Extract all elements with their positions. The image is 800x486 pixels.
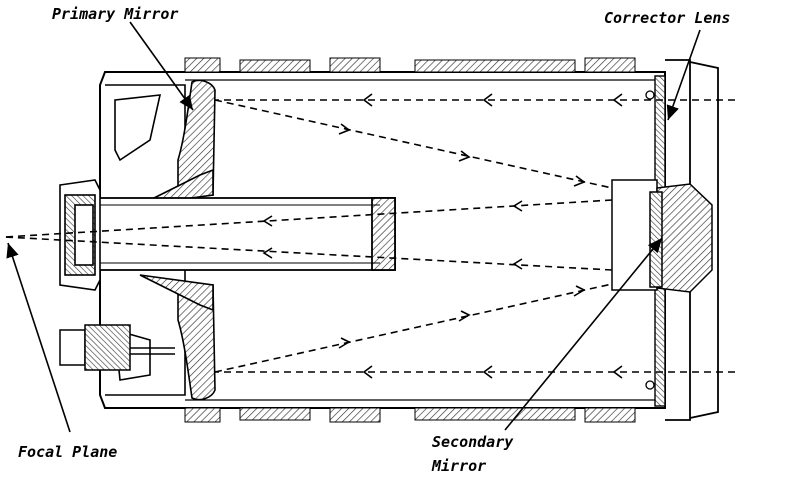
- focal-plane-label: Focal Plane: [18, 443, 118, 461]
- tube-top-hatch: [184, 57, 636, 423]
- baffle-tube: [94, 197, 396, 271]
- primary-mirror-label: Primary Mirror: [52, 5, 179, 23]
- secondary-mirror-label-line1: Secondary: [432, 433, 514, 451]
- leader-lines: [6, 21, 701, 433]
- ray-direction-arrows: [262, 93, 623, 379]
- focus-knob: [59, 324, 175, 371]
- secondary-mirror-housing: [611, 179, 713, 293]
- corrector-lens-label: Corrector Lens: [604, 9, 731, 27]
- tube-body: [99, 71, 666, 409]
- primary-mirror: [139, 79, 216, 401]
- secondary-mirror-label-line2: Mirror: [432, 457, 487, 475]
- visual-back: [59, 179, 101, 291]
- light-paths: [4, 99, 735, 373]
